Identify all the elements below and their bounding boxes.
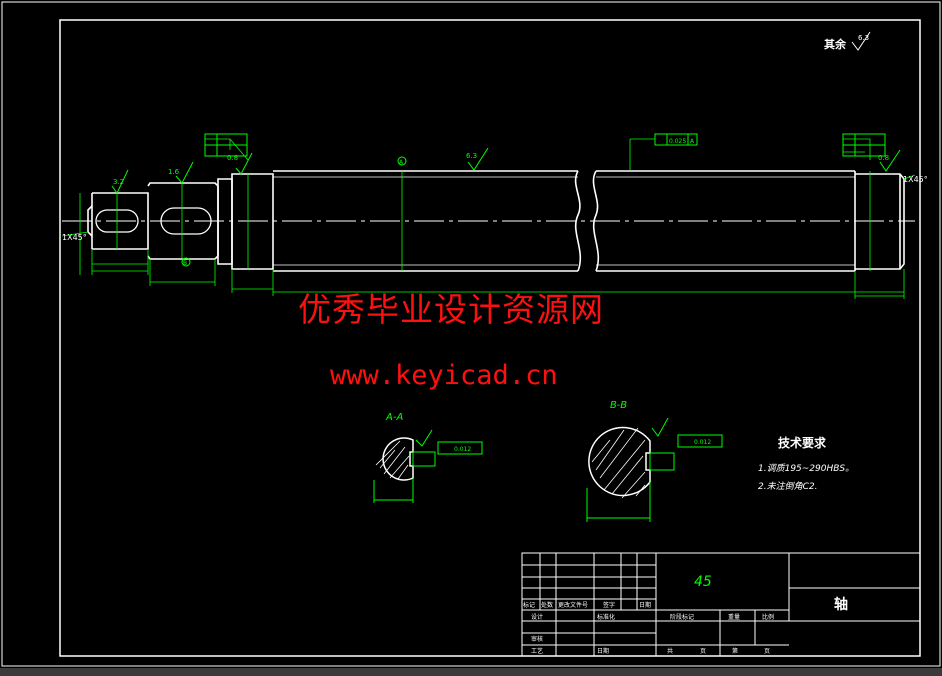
svg-text:工艺: 工艺 — [531, 647, 543, 655]
svg-text:第: 第 — [732, 647, 738, 655]
chamfer-right: 1X45° — [903, 175, 928, 184]
svg-text:共: 共 — [667, 647, 673, 655]
title-block-labels: 标记 处数 更改文件号 签字 日期 设计 标准化 阶段标记 重量 比例 审核 工… — [523, 601, 774, 655]
tech-req-1: 1.调质195~290HBS。 — [758, 463, 854, 474]
watermark-url: www.keyicad.cn — [330, 360, 558, 391]
svg-text:比例: 比例 — [762, 613, 774, 621]
datum-b-label: B — [183, 260, 187, 267]
svg-text:设计: 设计 — [531, 613, 543, 621]
svg-text:标准化: 标准化 — [597, 613, 615, 621]
surface-note-value: 6.3 — [858, 34, 869, 42]
svg-text:0.025: 0.025 — [669, 138, 686, 145]
roughness-2: 1.6 — [168, 168, 180, 176]
roughness-3: 0.8 — [227, 154, 238, 162]
chamfer-left: 1X45° — [62, 233, 87, 242]
svg-text:0.012: 0.012 — [694, 439, 711, 446]
datum-b-marker — [181, 257, 191, 267]
svg-text:日期: 日期 — [597, 647, 609, 655]
shaft-hidden-lines — [273, 176, 855, 266]
section-a-title: A-A — [385, 412, 403, 423]
roughness-5: 0.8 — [878, 154, 889, 162]
svg-text:重量: 重量 — [728, 613, 740, 621]
svg-text:A: A — [690, 138, 695, 145]
datum-a-marker — [397, 156, 407, 166]
svg-text:页: 页 — [764, 648, 770, 655]
tol-frame-left — [204, 133, 248, 157]
section-a-view: 0.012 — [373, 429, 483, 503]
svg-text:阶段标记: 阶段标记 — [670, 613, 694, 621]
tech-req-2: 2.未注倒角C2. — [758, 481, 817, 492]
tech-req-title: 技术要求 — [778, 435, 827, 450]
roughness-symbols — [111, 147, 901, 194]
svg-text:标记: 标记 — [523, 601, 535, 609]
section-b-view: 0.012 — [586, 417, 723, 522]
tol-frame-main: 0.025 A — [654, 133, 698, 146]
bottom-scrollbar[interactable] — [0, 668, 942, 676]
roughness-1: 3.2 — [113, 178, 124, 186]
roughness-4: 6.3 — [466, 152, 477, 160]
part-name: 轴 — [834, 596, 848, 613]
inner-frame — [59, 19, 921, 657]
svg-text:页: 页 — [700, 648, 706, 655]
dimension-lines — [61, 138, 916, 299]
watermark-chinese: 优秀毕业设计资源网 — [298, 290, 604, 329]
tol-frame-right — [842, 133, 886, 157]
roughness-symbol-general — [851, 31, 871, 51]
title-block — [521, 552, 921, 657]
svg-text:审核: 审核 — [531, 635, 543, 643]
svg-text:日期: 日期 — [639, 601, 651, 609]
svg-text:0.012: 0.012 — [454, 446, 471, 453]
svg-text:更改文件号: 更改文件号 — [558, 601, 588, 609]
material-label: 45 — [694, 574, 712, 590]
section-b-title: B-B — [610, 400, 627, 411]
surface-note-label: 其余 — [824, 37, 847, 51]
datum-a-label: A — [399, 159, 404, 166]
svg-text:处数: 处数 — [541, 601, 553, 609]
svg-text:签字: 签字 — [603, 601, 615, 609]
